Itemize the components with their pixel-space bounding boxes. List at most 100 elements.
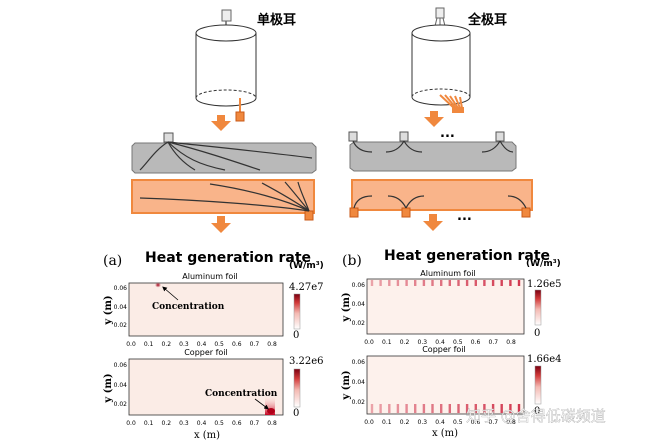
tab-hotspot — [396, 280, 400, 286]
tab-hotspot — [431, 280, 434, 286]
panel-a-cu-cbar-max: 3.22e6 — [289, 356, 324, 367]
y-tick-label: 0.04 — [114, 382, 128, 389]
tab-hotspot — [483, 404, 486, 413]
panel-b-cu-yticks: 0.06 0.04 0.02 — [352, 359, 366, 406]
y-tick-label: 0.02 — [114, 401, 128, 408]
x-tick-label: 0.8 — [267, 420, 277, 427]
x-tick-label: 0.7 — [489, 339, 499, 346]
panel-a-cu-cbar-min: 0 — [293, 408, 299, 419]
single-tab-cell — [195, 9, 257, 122]
x-tick-label: 0.5 — [453, 339, 463, 346]
down-arrow — [211, 115, 231, 131]
tab-hotspot — [465, 404, 469, 413]
tab-hotspot — [370, 404, 374, 413]
tab-hotspot — [405, 404, 408, 413]
watermark: 知乎 @舍得低碳频道 — [466, 407, 606, 425]
x-tick-label: 0.5 — [214, 420, 224, 427]
x-tick-label: 0.3 — [418, 419, 428, 426]
y-tick-label: 0.02 — [114, 322, 128, 329]
single-tab-gray-sheet — [131, 132, 317, 174]
y-tick-label: 0.06 — [352, 282, 366, 289]
y-tick-label: 0.04 — [114, 304, 128, 311]
y-tick-label: 0.02 — [352, 399, 366, 406]
y-tick-label: 0.06 — [352, 359, 366, 366]
x-tick-label: 0.2 — [400, 339, 410, 346]
x-tick-label: 0.4 — [197, 341, 207, 348]
tab-hotspot — [457, 404, 460, 413]
x-tick-label: 0.6 — [232, 420, 242, 427]
y-tick-label: 0.04 — [352, 379, 366, 386]
panel-a-al-ylabel: y (m) — [103, 295, 114, 325]
panel-b-cu-cbar-max: 1.66e4 — [527, 354, 562, 365]
tab-hotspot — [379, 280, 382, 286]
x-tick-label: 0.5 — [214, 341, 224, 348]
x-tick-label: 0.4 — [197, 420, 207, 427]
panel-a-cu-yticks: 0.06 0.04 0.02 — [114, 362, 128, 408]
panel-a-al-colorbar — [293, 293, 301, 330]
y-tick-label: 0.06 — [114, 285, 128, 292]
panel-a-al-label: Aluminum foil — [182, 272, 237, 281]
panel-b-cu-colorbar — [534, 365, 542, 405]
x-tick-label: 0.3 — [418, 339, 428, 346]
x-tick-label: 0.7 — [250, 341, 260, 348]
x-tick-label: 0.8 — [506, 339, 516, 346]
tab-hotspot — [431, 404, 434, 413]
tab-hotspot — [474, 404, 477, 413]
tab-hotspot — [474, 280, 477, 286]
x-tick-label: 0.4 — [435, 339, 445, 346]
single-tab-label: 单极耳 — [257, 12, 296, 28]
tab-hotspot — [422, 280, 426, 286]
tab-hotspot — [500, 280, 503, 286]
tab-hotspot — [448, 280, 451, 286]
full-tab-orange-sheet — [349, 179, 533, 218]
panel-b-al-cbar-min: 0 — [534, 328, 540, 339]
panel-b-unit: (W/m³) — [526, 259, 561, 269]
panel-a-al-heatmap — [128, 282, 284, 337]
x-tick-label: 0.5 — [453, 419, 463, 426]
tab-hotspot — [491, 404, 495, 413]
x-tick-label: 0.4 — [435, 419, 445, 426]
y-tick-label: 0.04 — [352, 301, 366, 308]
tab-hotspot — [388, 404, 391, 413]
x-tick-label: 0.0 — [126, 420, 136, 427]
x-tick-label: 0.2 — [400, 419, 410, 426]
tab-hotspot — [440, 280, 443, 286]
panel-b-cu-label: Copper foil — [422, 345, 466, 354]
panel-a-cu-label: Copper foil — [184, 348, 228, 357]
tab-hotspot — [448, 404, 451, 413]
tab-hotspot — [517, 404, 521, 413]
tab-hotspot — [440, 404, 443, 413]
tab-hotspot — [414, 280, 417, 286]
x-tick-label: 0.6 — [471, 419, 481, 426]
x-tick-label: 0.1 — [144, 341, 154, 348]
y-tick-label: 0.02 — [352, 320, 366, 327]
full-tab-label: 全极耳 — [467, 12, 507, 28]
ellipsis-bottom: ... — [457, 209, 472, 224]
panel-b-al-colorbar — [534, 289, 542, 326]
x-tick-label: 0.8 — [506, 419, 516, 426]
tab-hotspot — [414, 404, 417, 413]
panel-b-al-heatmap — [366, 278, 525, 335]
panel-a-cu-annotation: Concentration — [205, 389, 278, 399]
x-tick-label: 0.6 — [232, 341, 242, 348]
full-tab-cell — [411, 7, 471, 113]
panel-a-unit: (W/m³) — [289, 261, 324, 271]
tab-hotspot — [370, 280, 374, 286]
x-tick-label: 0.8 — [267, 341, 277, 348]
tab-hotspot — [379, 404, 382, 413]
panel-b-cu-cbar-min: 0 — [534, 406, 540, 417]
tab-hotspot — [396, 404, 400, 413]
down-arrow — [211, 216, 231, 233]
x-tick-label: 0.0 — [364, 419, 374, 426]
tab-hotspot — [509, 280, 512, 286]
down-arrow — [423, 214, 443, 231]
tab-hotspot — [388, 280, 391, 286]
panel-b-al-yticks: 0.06 0.04 0.02 — [352, 282, 366, 327]
panel-a-title: Heat generation rate — [145, 250, 311, 266]
panel-a-al-yticks: 0.06 0.04 0.02 — [114, 285, 128, 329]
x-tick-label: 0.7 — [489, 419, 499, 426]
x-tick-label: 0.0 — [364, 339, 374, 346]
panel-b-al-cbar-max: 1.26e5 — [527, 279, 562, 290]
tab-hotspot — [405, 280, 408, 286]
y-tick-label: 0.06 — [114, 362, 128, 369]
